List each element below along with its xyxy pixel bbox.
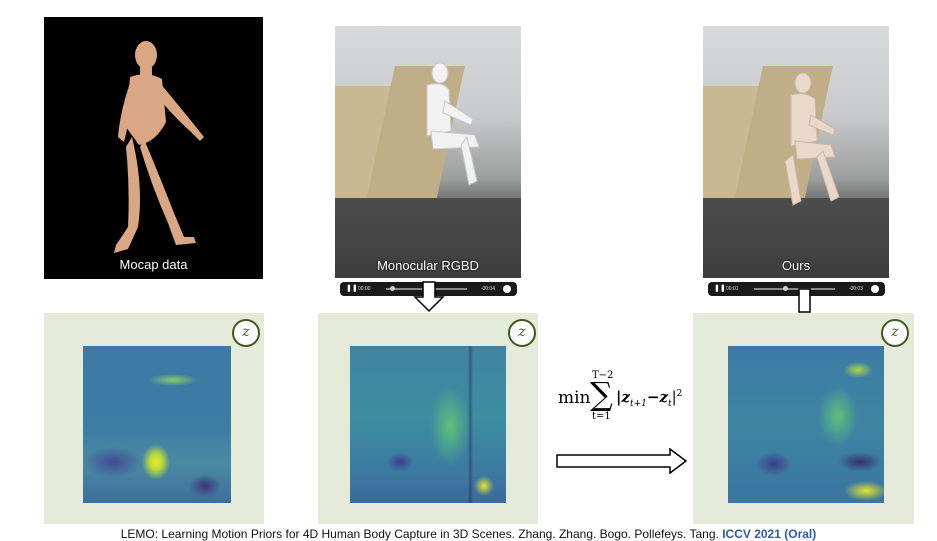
ours-caption: Ours [781,258,811,273]
time-elapsed: 00:01 [726,286,739,292]
heatmap-mocap [83,346,231,503]
seek-knob[interactable] [390,286,395,291]
time-remaining: -00:03 [848,286,863,292]
formula-sub1: t+1 [629,399,647,409]
time-remaining: -00:04 [480,286,495,292]
fullscreen-icon[interactable] [871,285,879,293]
formula-power: 2 [676,389,683,399]
formula-min: min [558,388,591,408]
walking-body-figure [114,41,204,253]
latent-panel-rgbd: z [318,313,538,524]
ours-video-panel[interactable]: Ours [703,26,889,278]
z-badge: z [508,319,536,347]
heatmap-rgbd [350,346,506,503]
formula-mid: −z [646,388,668,406]
right-arrow-icon [556,448,688,474]
down-arrow-icon [413,281,445,313]
formula-body: |zt+1−zt|2 [616,388,682,409]
rgbd-video-panel[interactable]: Monocular RGBD [335,26,521,278]
video-player-bar-2[interactable]: ❚❚ 00:01 -00:03 [708,282,885,296]
smoothness-formula: min T−2 ∑ t=1 |zt+1−zt|2 [556,370,696,430]
time-elapsed: 00:00 [358,286,371,292]
citation-text: LEMO: Learning Motion Priors for 4D Huma… [120,527,719,541]
latent-panel-ours: z [693,313,914,524]
fullscreen-icon[interactable] [503,285,511,293]
formula-sum-upper: T−2 [592,370,614,381]
z-badge: z [232,319,260,347]
formula-close: | [671,388,677,406]
pause-icon[interactable]: ❚❚ [714,285,726,292]
seek-knob[interactable] [783,286,788,291]
sitting-body-beige [784,72,840,206]
heatmap-ours [728,346,884,503]
z-badge: z [881,319,909,347]
citation-footer: LEMO: Learning Motion Priors for 4D Huma… [0,527,937,541]
connector-icon [798,288,811,313]
mocap-panel: Mocap data [44,17,263,279]
mocap-caption: Mocap data [119,257,188,272]
formula-sub2: t [667,399,672,409]
sitting-body-white [426,62,480,186]
floor [335,198,521,278]
pause-icon[interactable]: ❚❚ [346,285,358,292]
rgbd-caption: Monocular RGBD [377,258,479,273]
sum-icon: ∑ [590,375,613,413]
floor [703,198,889,278]
formula-body-start: |z [616,388,630,406]
formula-sum-lower: t=1 [592,411,611,422]
seek-track[interactable] [754,288,835,290]
venue-label: ICCV 2021 (Oral) [722,527,817,541]
latent-panel-mocap: z [44,313,264,524]
